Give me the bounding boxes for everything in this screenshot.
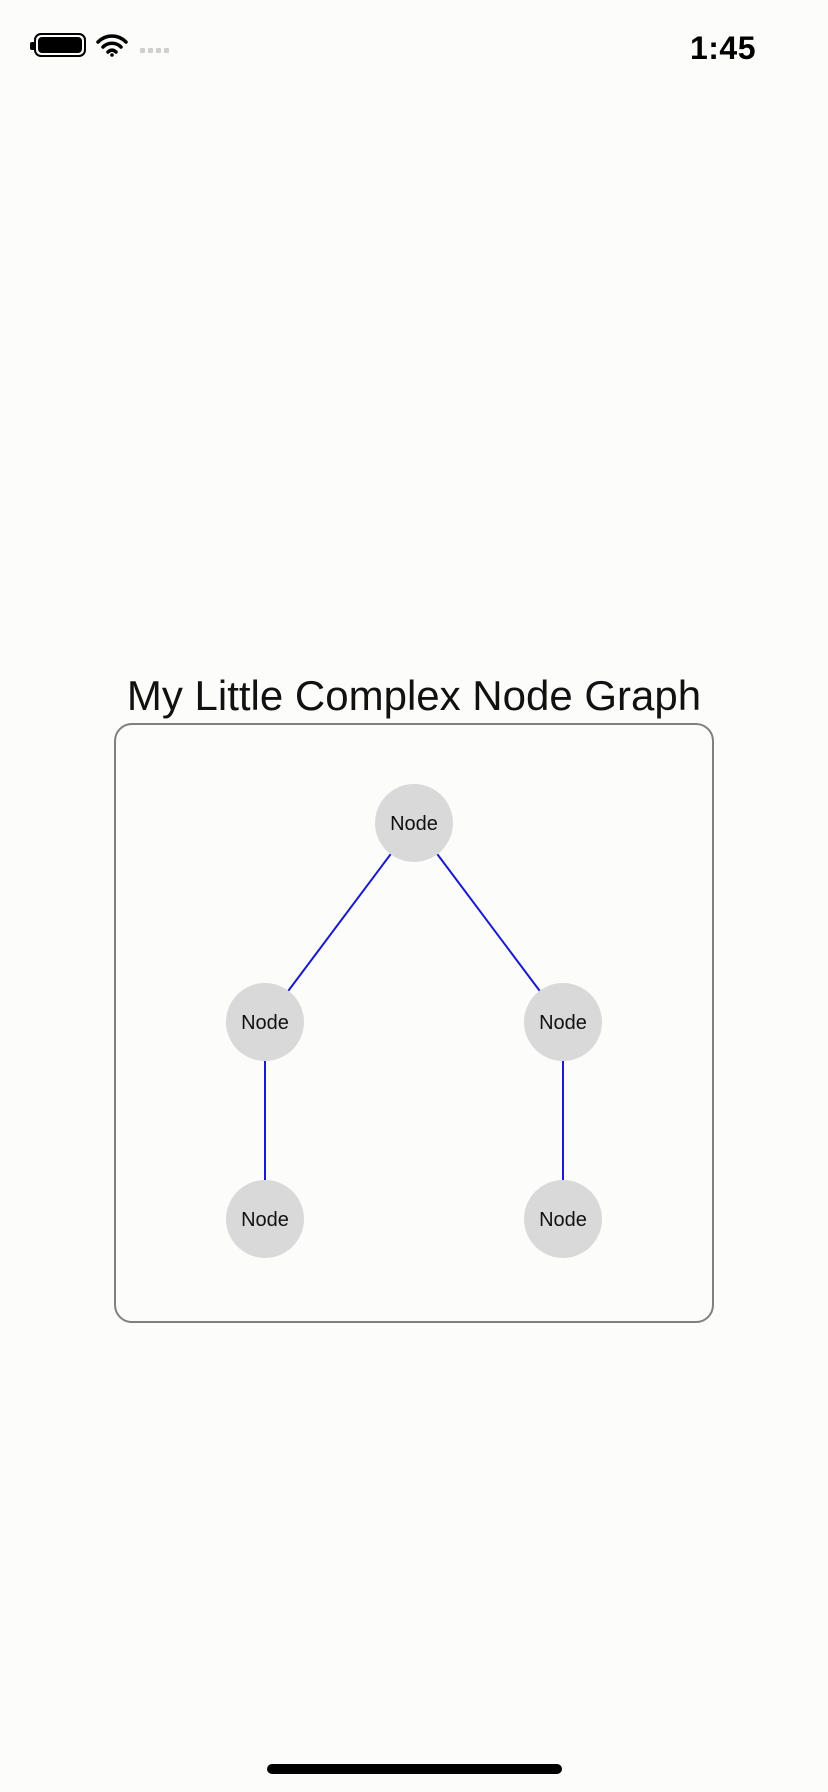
graph-title: My Little Complex Node Graph [126, 672, 702, 719]
cellular-signal-icon [140, 47, 169, 53]
node-label: Node [539, 1012, 587, 1034]
graph-node-left-child[interactable]: Node [226, 1180, 304, 1258]
graph-node-root[interactable]: Node [375, 784, 453, 862]
battery-nub [30, 42, 34, 50]
home-indicator[interactable] [267, 1764, 562, 1774]
edge-root-right [436, 853, 541, 992]
graph-node-left[interactable]: Node [226, 983, 304, 1061]
edge-root-left [287, 853, 392, 992]
graph-node-right[interactable]: Node [524, 983, 602, 1061]
status-time: 1:45 [689, 30, 756, 66]
node-circle[interactable] [524, 1180, 602, 1258]
status-bar: 1:45 [0, 0, 828, 100]
battery-fill [38, 37, 82, 53]
battery-full-icon [30, 33, 86, 57]
wifi-icon [96, 34, 128, 57]
node-label: Node [241, 1012, 289, 1034]
node-circle[interactable] [226, 983, 304, 1061]
edges-layer [264, 853, 564, 1180]
node-label: Node [390, 813, 438, 835]
status-icons [30, 33, 169, 57]
node-circle[interactable] [524, 983, 602, 1061]
node-circle[interactable] [375, 784, 453, 862]
node-circle[interactable] [226, 1180, 304, 1258]
node-label: Node [539, 1209, 587, 1231]
graph-node-right-child[interactable]: Node [524, 1180, 602, 1258]
node-label: Node [241, 1209, 289, 1231]
